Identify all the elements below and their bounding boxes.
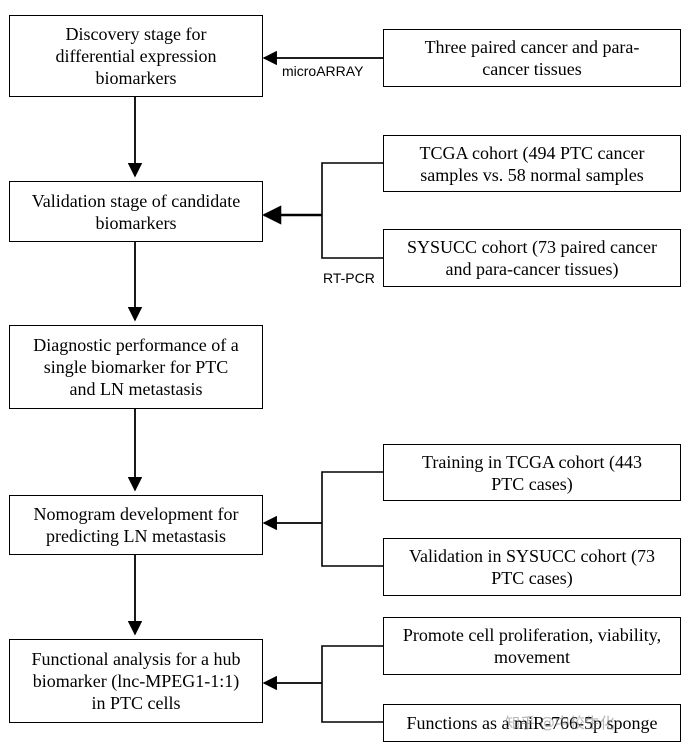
box-sysucc-cohort: SYSUCC cohort (73 paired cancer and para… [383,229,681,287]
bracket-functional [321,645,383,723]
watermark: 知乎 @中校生化 [505,714,615,732]
label-microarray: microARRAY [282,63,364,79]
box-nomogram-development: Nomogram development for predicting LN m… [9,495,263,555]
box-validation-stage: Validation stage of candidate biomarkers [9,181,263,242]
box-validation-sysucc: Validation in SYSUCC cohort (73 PTC case… [383,538,681,596]
box-diagnostic-performance: Diagnostic performance of a single bioma… [9,325,263,409]
box-cell-proliferation: Promote cell proliferation, viability, m… [383,617,681,675]
bracket-nomogram [321,471,383,567]
box-discovery-stage: Discovery stage for differential express… [9,15,263,97]
box-mirna-sponge: Functions as a miR-766-5p sponge [383,704,681,742]
box-paired-tissues: Three paired cancer and para- cancer tis… [383,29,681,87]
label-rtpcr: RT-PCR [323,270,375,286]
box-training-tcga: Training in TCGA cohort (443 PTC cases) [383,444,681,501]
bracket-validation [321,162,383,259]
box-tcga-cohort: TCGA cohort (494 PTC cancer samples vs. … [383,135,681,192]
box-functional-analysis: Functional analysis for a hub biomarker … [9,639,263,723]
